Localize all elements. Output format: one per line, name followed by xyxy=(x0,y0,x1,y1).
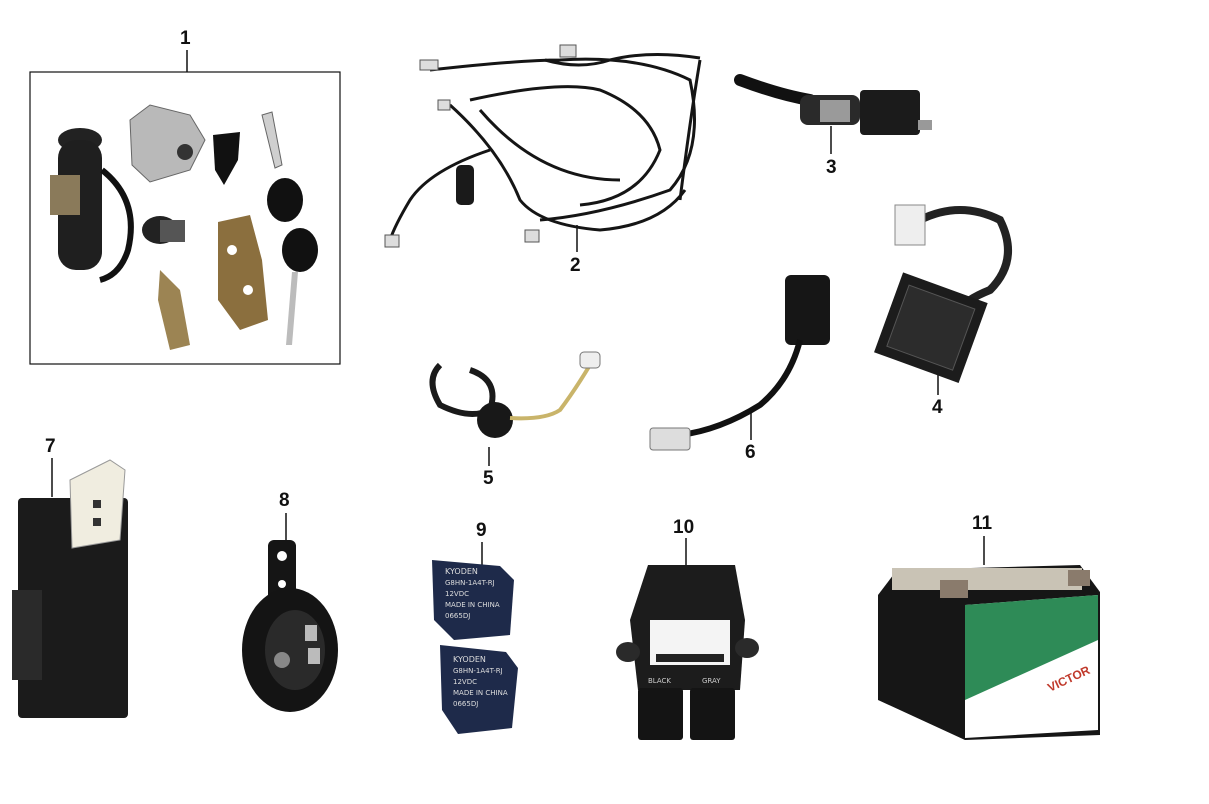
relay-a-line-1: KYODEN xyxy=(445,567,478,576)
sensor-lead xyxy=(649,275,830,451)
wiring-harness xyxy=(384,44,702,248)
relay-b-line-2: G8HN-1A4T-RJ xyxy=(453,667,503,675)
callout-10: 10 xyxy=(673,517,695,538)
callout-5: 5 xyxy=(483,468,494,489)
callout-1: 1 xyxy=(180,28,191,49)
ecu-label-gray: GRAY xyxy=(702,677,721,685)
callout-8: 8 xyxy=(279,490,290,511)
relay-b-line-3: 12VDC xyxy=(453,678,477,686)
ecu-unit: BLACK GRAY xyxy=(616,565,759,740)
callout-11: 11 xyxy=(972,513,993,534)
stop-switch xyxy=(429,351,601,438)
relay-b-line-1: KYODEN xyxy=(453,655,486,664)
ignition-lock-set xyxy=(29,71,341,365)
callout-2: 2 xyxy=(570,255,581,276)
ecu-label-black: BLACK xyxy=(648,677,671,685)
callout-6: 6 xyxy=(745,442,756,463)
relay-b-line-5: 0665DJ xyxy=(453,700,478,708)
cdi-module xyxy=(12,459,128,718)
relay-a-line-4: MADE IN CHINA xyxy=(445,601,500,609)
relay-a-line-3: 12VDC xyxy=(445,590,469,598)
battery: VICTOR xyxy=(878,565,1100,740)
regulator-rectifier xyxy=(874,204,1012,383)
relay-b-line-4: MADE IN CHINA xyxy=(453,689,508,697)
ignition-coil xyxy=(734,74,932,135)
relay-a-line-5: 0665DJ xyxy=(445,612,470,620)
horn xyxy=(242,540,338,712)
relay-a-line-2: G8HN-1A4T-RJ xyxy=(445,579,495,587)
leader-lines xyxy=(51,50,985,565)
callout-9: 9 xyxy=(476,520,487,541)
callout-7: 7 xyxy=(45,436,56,457)
callout-4: 4 xyxy=(932,397,943,418)
relay-upper: KYODEN G8HN-1A4T-RJ 12VDC MADE IN CHINA … xyxy=(432,560,514,640)
relay-lower: KYODEN G8HN-1A4T-RJ 12VDC MADE IN CHINA … xyxy=(440,645,518,734)
callout-3: 3 xyxy=(826,157,837,178)
